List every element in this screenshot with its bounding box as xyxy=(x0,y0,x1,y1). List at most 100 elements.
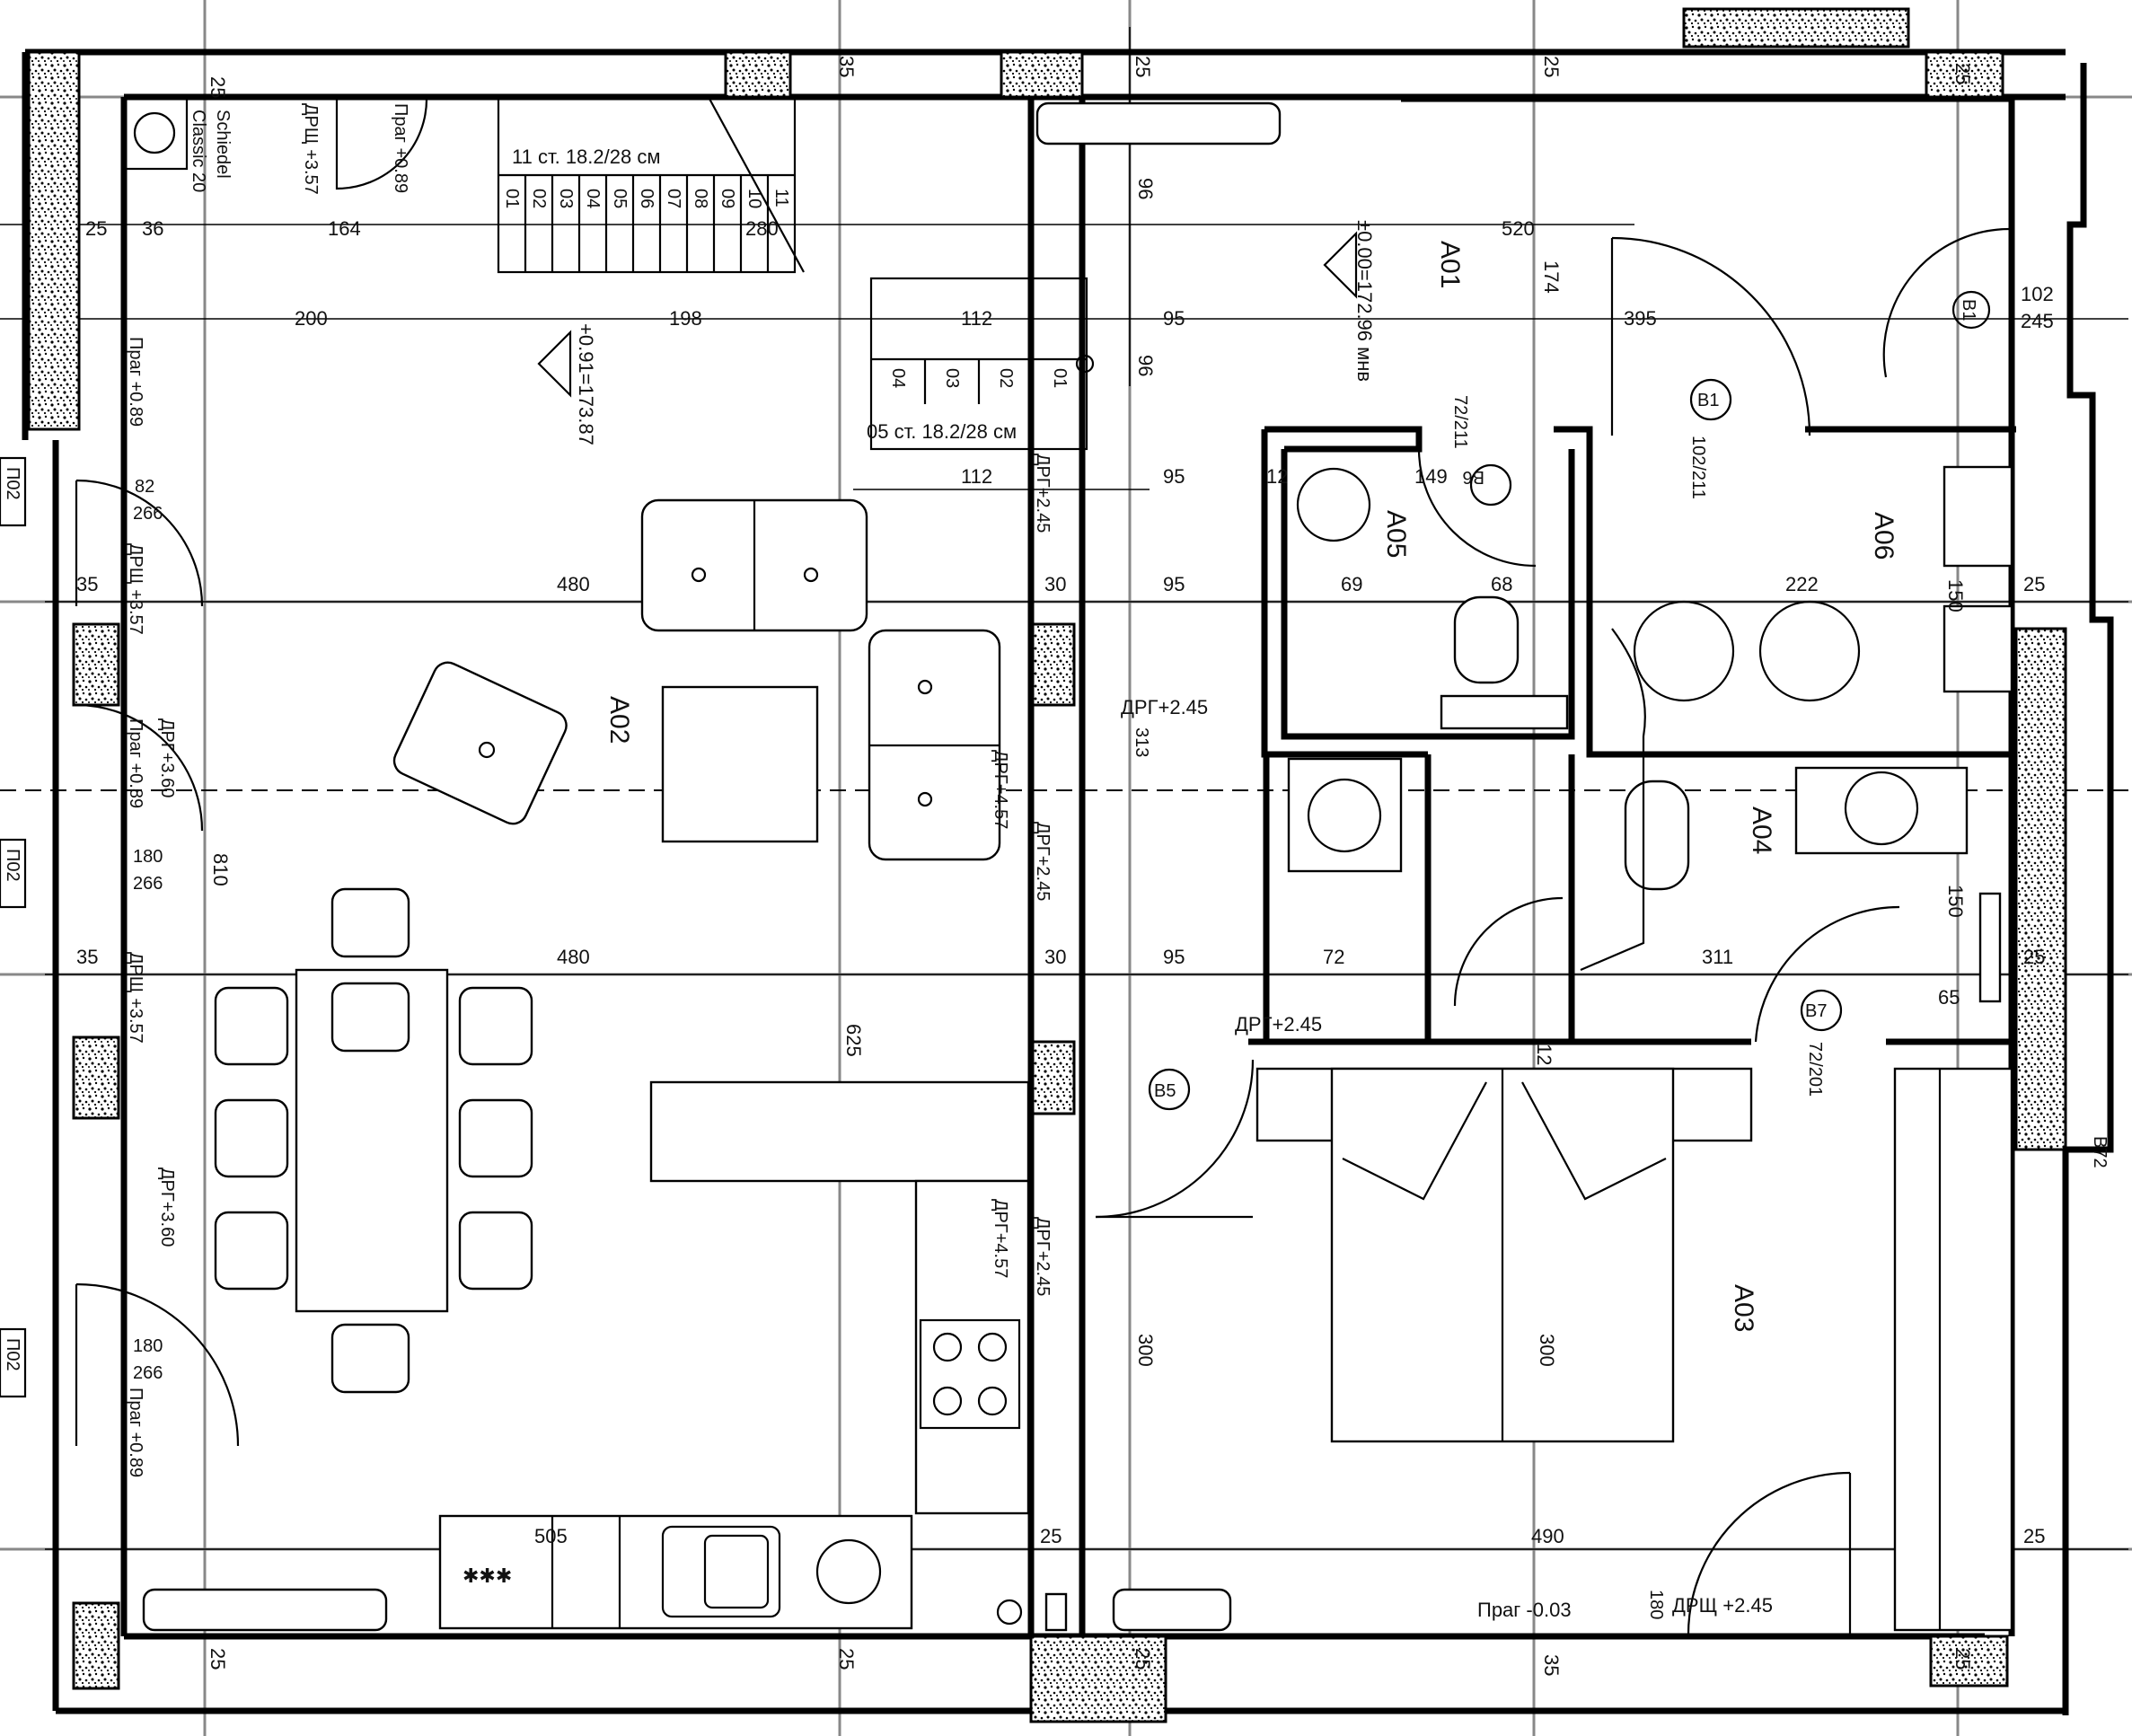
svg-text:25: 25 xyxy=(1132,56,1154,77)
drp-top: ДРЩ +3.57 xyxy=(301,103,321,195)
interior-walls xyxy=(1027,95,2016,1636)
svg-text:36: 36 xyxy=(142,217,163,240)
svg-text:102/211: 102/211 xyxy=(1688,436,1708,499)
stair-step-number: 08 xyxy=(691,189,710,208)
furniture-living xyxy=(392,498,1001,861)
svg-text:35: 35 xyxy=(76,573,98,595)
door-tag-b7: В7 xyxy=(1805,1001,1827,1021)
svg-text:149: 149 xyxy=(1414,465,1448,488)
svg-text:95: 95 xyxy=(1163,946,1185,968)
drg-left1: ДРГ+3.60 xyxy=(157,718,177,798)
svg-text:72: 72 xyxy=(1323,946,1344,968)
door-swings xyxy=(75,96,2013,1637)
svg-text:✱✱✱: ✱✱✱ xyxy=(463,1564,512,1587)
svg-text:25: 25 xyxy=(1951,63,1974,84)
svg-text:25: 25 xyxy=(1951,1648,1974,1670)
svg-text:25: 25 xyxy=(85,217,107,240)
stair-step-number: 03 xyxy=(942,368,962,388)
svg-text:150: 150 xyxy=(1944,885,1967,918)
lower-stair-label: 05 ст. 18.2/28 см xyxy=(867,420,1017,443)
svg-text:95: 95 xyxy=(1163,307,1185,330)
svg-text:35: 35 xyxy=(835,56,858,77)
svg-text:311: 311 xyxy=(1702,946,1733,968)
stair-step-number: 06 xyxy=(637,189,656,208)
svg-text:164: 164 xyxy=(328,217,361,240)
room-label-a04: А04 xyxy=(1747,806,1776,854)
svg-text:25: 25 xyxy=(207,76,229,98)
upper-stair-label: 11 ст. 18.2/28 см xyxy=(512,145,660,168)
furniture-bedroom xyxy=(1255,1067,2013,1632)
drp-left2: ДРЩ +3.57 xyxy=(126,952,145,1044)
stair-step-number: 03 xyxy=(556,189,576,208)
svg-text:12: 12 xyxy=(1533,1044,1555,1065)
prag-top: Праг +0.89 xyxy=(391,103,410,193)
svg-text:480: 480 xyxy=(557,946,590,968)
chimney-brand: Schiedel xyxy=(213,110,233,179)
prag-bottom: Праг -0.03 xyxy=(1477,1599,1572,1621)
svg-text:35: 35 xyxy=(76,946,98,968)
svg-text:313: 313 xyxy=(1132,727,1151,757)
svg-text:96: 96 xyxy=(1134,355,1157,376)
prag-left1: Праг +0.89 xyxy=(126,337,145,427)
door-tag-b6: В6 xyxy=(1463,467,1484,487)
drp-left3: Праг +0.89 xyxy=(126,1388,145,1477)
svg-text:625: 625 xyxy=(842,1024,865,1057)
svg-text:520: 520 xyxy=(1502,217,1535,240)
svg-text:266: 266 xyxy=(133,874,163,894)
window-tag-p02-c: П02 xyxy=(3,1338,22,1371)
svg-text:25: 25 xyxy=(207,1648,229,1670)
chimney: Schiedel Classic 20 xyxy=(122,97,233,192)
svg-text:12: 12 xyxy=(1266,465,1288,488)
prag-left2: Праг +0.89 xyxy=(126,718,145,808)
room-label-a02: А02 xyxy=(604,696,634,744)
window-tag-p02-b: П02 xyxy=(3,849,22,882)
drg-mid4: ДРГ+4.57 xyxy=(991,1199,1010,1278)
annotations: Праг +0.89 ДРЩ +3.57 Праг +0.89 ДРЩ +3.5… xyxy=(126,103,1773,1621)
svg-text:480: 480 xyxy=(557,573,590,595)
main-level: ±0.00=172.96 мнв xyxy=(1353,220,1376,382)
drp-left1: ДРЩ +3.57 xyxy=(126,543,145,635)
svg-text:65: 65 xyxy=(1938,986,1960,1009)
furniture-kitchen: ✱✱✱ xyxy=(438,1080,1030,1630)
svg-text:35: 35 xyxy=(1540,1654,1563,1676)
svg-text:25: 25 xyxy=(1540,56,1563,77)
masonry-hatch xyxy=(27,7,2067,1723)
room-label-a03: А03 xyxy=(1729,1284,1758,1332)
svg-text:266: 266 xyxy=(133,1363,163,1383)
door-tag-b72: В72 xyxy=(2090,1136,2110,1168)
svg-text:266: 266 xyxy=(133,504,163,524)
stair-step-number: 02 xyxy=(996,368,1016,388)
svg-text:25: 25 xyxy=(835,1648,858,1670)
stair-step-number: 09 xyxy=(718,189,737,208)
svg-text:112: 112 xyxy=(961,465,992,488)
drg-mid1: ДРГ+2.45 xyxy=(1033,454,1053,533)
stair-step-number: 10 xyxy=(744,189,764,208)
room-label-a06: А06 xyxy=(1869,512,1899,560)
window-tag-p02-a: П02 xyxy=(3,467,22,500)
svg-text:180: 180 xyxy=(1646,1590,1666,1619)
radiators xyxy=(142,101,1282,1632)
svg-text:25: 25 xyxy=(2023,1525,2045,1547)
furniture-dining xyxy=(214,887,533,1394)
drg-corr: ДРГ+2.45 xyxy=(1121,696,1208,718)
door-tag-b5: В5 xyxy=(1154,1081,1176,1101)
svg-text:245: 245 xyxy=(2021,310,2054,332)
stair-step-number: 04 xyxy=(583,189,603,208)
stair-step-number: 05 xyxy=(610,189,630,208)
room-labels: А01 А02 А03 А04 А05 А06 xyxy=(604,241,1899,1332)
drg-mid3: ДРГ+2.45 xyxy=(1033,822,1053,901)
svg-text:25: 25 xyxy=(2023,573,2045,595)
svg-text:200: 200 xyxy=(295,307,328,330)
svg-text:300: 300 xyxy=(1134,1334,1157,1367)
svg-text:68: 68 xyxy=(1491,573,1512,595)
door-tags: В1 В1 В5 В6 В7 В72 П02 П02 П02 xyxy=(0,290,2110,1398)
door-tag-b1-b: В1 xyxy=(1697,391,1719,410)
drg-left2: ДРГ+3.60 xyxy=(157,1168,177,1247)
stair-step-number: 07 xyxy=(664,189,683,208)
svg-text:395: 395 xyxy=(1624,307,1657,330)
svg-text:180: 180 xyxy=(133,1336,163,1356)
svg-text:505: 505 xyxy=(534,1525,568,1547)
